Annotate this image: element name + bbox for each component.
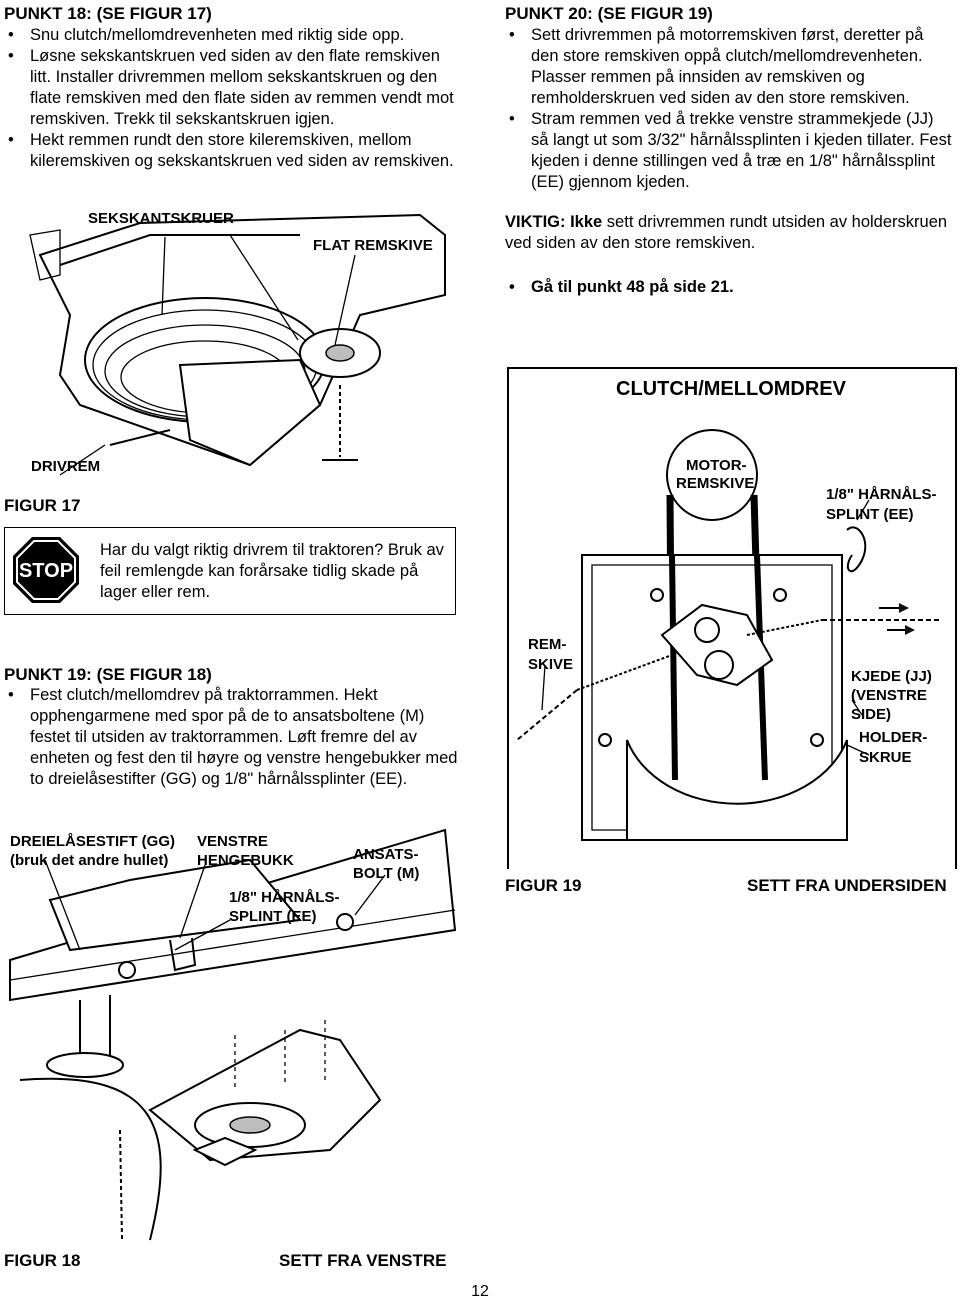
punkt-18-heading: PUNKT 18: (SE FIGUR 17) — [4, 4, 212, 23]
viktig-emphasis: Ikke — [570, 213, 603, 231]
figure-19-title: CLUTCH/MELLOMDREV — [616, 378, 846, 400]
punkt-20-list: Sett drivremmen på motorremskiven først,… — [505, 25, 955, 193]
punkt-19-list: Fest clutch/mellomdrev på traktorrammen.… — [4, 685, 459, 790]
fig18-label-venstre: VENSTRE — [197, 833, 268, 850]
page-number: 12 — [471, 1283, 489, 1300]
fig19-label-motor: MOTOR- — [686, 457, 747, 474]
fig19-label-skrue: SKRUE — [859, 749, 912, 766]
viktig-notice: VIKTIG: Ikke sett drivremmen rundt utsid… — [505, 212, 955, 254]
list-item: Fest clutch/mellomdrev på traktorrammen.… — [4, 685, 459, 790]
list-item: Sett drivremmen på motorremskiven først,… — [505, 25, 955, 109]
fig19-label-remskive: REMSKIVE — [676, 475, 755, 492]
figure-18-view: SETT FRA VENSTRE — [279, 1251, 447, 1270]
fig18-label-splint-ee: SPLINT (EE) — [229, 908, 317, 925]
figure-17-illustration — [29, 213, 446, 476]
goto-instruction: Gå til punkt 48 på side 21. — [505, 277, 955, 298]
stop-notice-text: Har du valgt riktig drivrem til traktore… — [100, 541, 444, 601]
fig19-label-venstre: (VENSTRE — [851, 687, 927, 704]
punkt-19-heading: PUNKT 19: (SE FIGUR 18) — [4, 665, 212, 684]
fig17-label-flat-remskive: FLAT REMSKIVE — [313, 237, 433, 254]
fig19-label-splint: 1/8" HÅRNÅLS- — [826, 486, 937, 503]
fig19-label-kjede: KJEDE (JJ) — [851, 668, 932, 685]
fig17-label-drivrem: DRIVREM — [31, 458, 101, 475]
fig18-label-dreielasestift: DREIELÅSESTIFT (GG) — [10, 833, 175, 850]
fig18-label-splint: 1/8" HÅRNÅLS- — [229, 889, 340, 906]
fig19-label-rem: REM- — [528, 636, 567, 653]
viktig-text: sett drivremmen rundt utsiden av holders… — [505, 213, 948, 252]
figure-18-illustration — [9, 828, 457, 1241]
list-item: Stram remmen ved å trekke venstre stramm… — [505, 109, 955, 193]
fig18-label-hengebukk: HENGEBUKK — [197, 852, 294, 869]
figure-19-view: SETT FRA UNDERSIDEN — [747, 876, 947, 895]
list-item: Hekt remmen rundt den store kileremskive… — [4, 130, 459, 172]
goto-list: Gå til punkt 48 på side 21. — [505, 277, 955, 298]
figure-18-caption: FIGUR 18 — [4, 1251, 81, 1270]
stop-sign-icon — [13, 537, 79, 603]
fig17-label-sekskantskruer: SEKSKANTSKRUER — [88, 210, 234, 227]
fig19-label-side: SIDE) — [851, 706, 892, 723]
fig18-label-dreielasestift-note: (bruk det andre hullet) — [10, 852, 169, 869]
stop-sign-text: STOP — [18, 560, 74, 582]
fig19-label-splint-ee: SPLINT (EE) — [826, 506, 914, 523]
fig18-label-ansats: ANSATS- — [353, 846, 419, 863]
punkt-18-list: Snu clutch/mellomdrevenheten med riktig … — [4, 25, 459, 172]
figure-19-illustration — [516, 429, 939, 841]
fig18-label-bolt: BOLT (M) — [353, 865, 420, 882]
punkt-20-heading: PUNKT 20: (SE FIGUR 19) — [505, 4, 713, 23]
stop-notice — [4, 527, 456, 615]
viktig-label: VIKTIG: — [505, 213, 566, 231]
fig19-label-skive: SKIVE — [528, 656, 574, 673]
figure-19-box — [507, 367, 957, 869]
figure-17-caption: FIGUR 17 — [4, 496, 81, 515]
fig19-label-holder: HOLDER- — [859, 729, 928, 746]
list-item: Løsne sekskantskruen ved siden av den fl… — [4, 46, 459, 130]
figure-19-caption: FIGUR 19 — [505, 876, 582, 895]
list-item: Snu clutch/mellomdrevenheten med riktig … — [4, 25, 459, 46]
